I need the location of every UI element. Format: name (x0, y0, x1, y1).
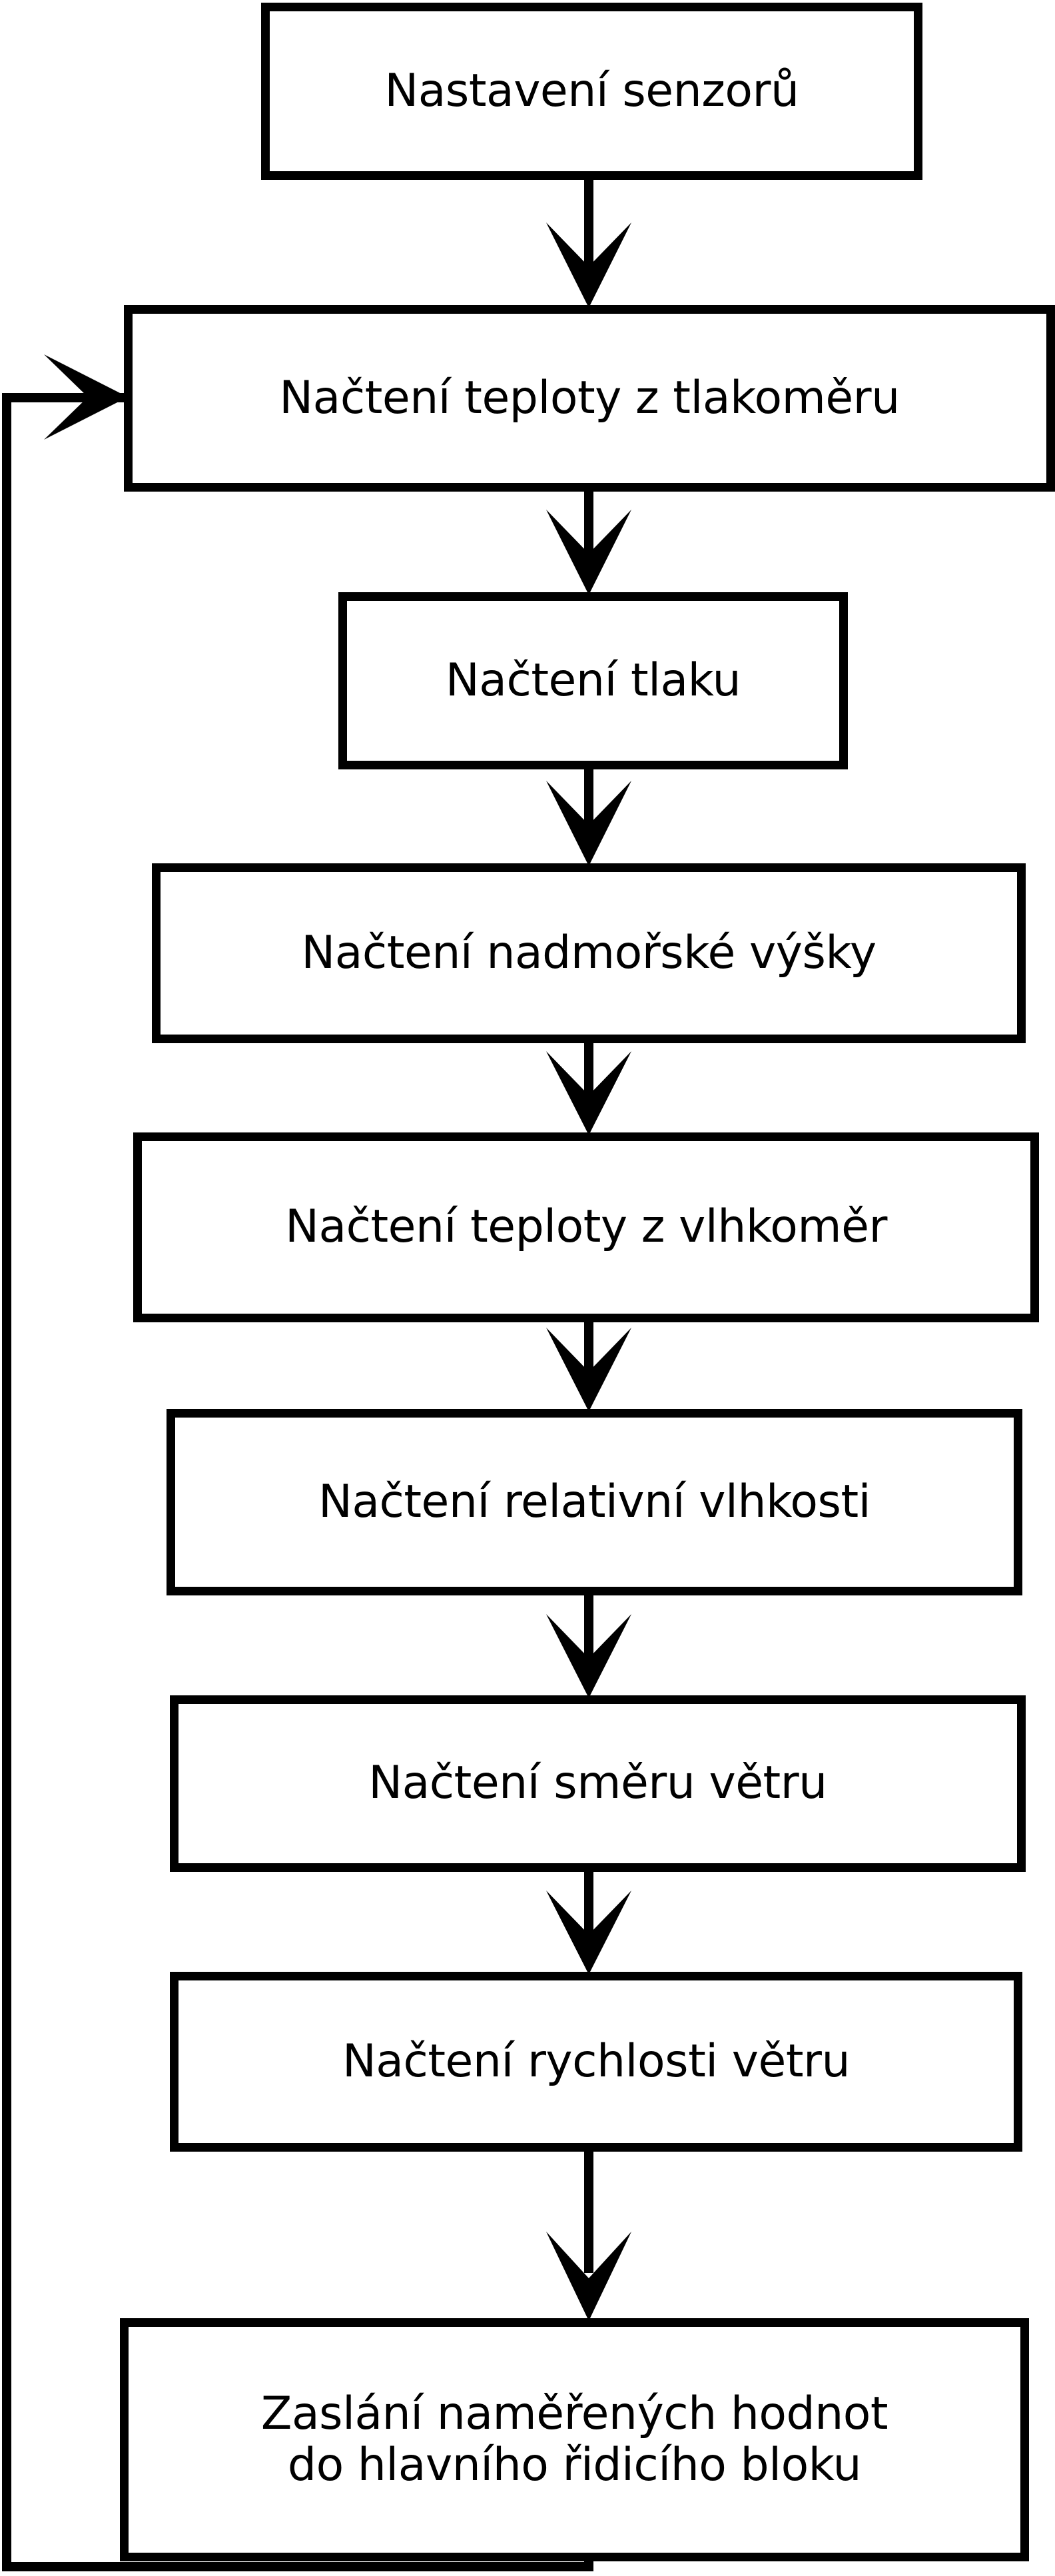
node-setup-sensors[interactable]: Nastavení senzorů (261, 3, 922, 180)
node-label-read-altitude: Načtení nadmořské výšky (301, 926, 877, 979)
node-send-values[interactable]: Zaslání naměřených hodnot do hlavního ři… (120, 2318, 1029, 2561)
node-read-altitude[interactable]: Načtení nadmořské výšky (152, 863, 1026, 1043)
connector-pressure-to-altitude (546, 767, 631, 866)
node-label-read-temp-hygrometer: Načtení teploty z vlhkoměr (285, 1200, 887, 1254)
node-label-read-temp-barometer: Načtení teploty z tlakoměru (279, 371, 900, 424)
node-label-read-pressure: Načtení tlaku (445, 653, 741, 707)
connector-wind-direction-to-wind-speed (546, 1870, 631, 1974)
node-label-read-wind-speed: Načtení rychlosti větru (342, 2034, 851, 2088)
node-read-relative-humidity[interactable]: Načtení relativní vlhkosti (167, 1409, 1022, 1595)
node-label-setup-sensors: Nastavení senzorů (384, 64, 799, 117)
node-read-wind-direction[interactable]: Načtení směru větru (170, 1695, 1026, 1872)
connector-barometer-to-pressure (546, 488, 631, 595)
node-read-wind-speed[interactable]: Načtení rychlosti větru (170, 1972, 1022, 2152)
node-label-read-wind-direction: Načtení směru větru (368, 1757, 827, 1810)
connector-altitude-to-hygrometer (546, 1041, 631, 1135)
connector-hygrometer-to-humidity (546, 1320, 631, 1412)
node-read-temp-hygrometer[interactable]: Načtení teploty z vlhkoměr (133, 1132, 1039, 1322)
connector-wind-speed-to-send (546, 2150, 631, 2321)
connector-humidity-to-wind-direction (546, 1593, 631, 1698)
node-read-temp-barometer[interactable]: Načtení teploty z tlakoměru (124, 305, 1055, 492)
node-read-pressure[interactable]: Načtení tlaku (338, 592, 848, 769)
connector-setup-to-barometer (546, 179, 631, 308)
node-label-send-values: Zaslání naměřených hodnot do hlavního ři… (260, 2387, 888, 2491)
node-label-read-relative-humidity: Načtení relativní vlhkosti (318, 1475, 871, 1528)
